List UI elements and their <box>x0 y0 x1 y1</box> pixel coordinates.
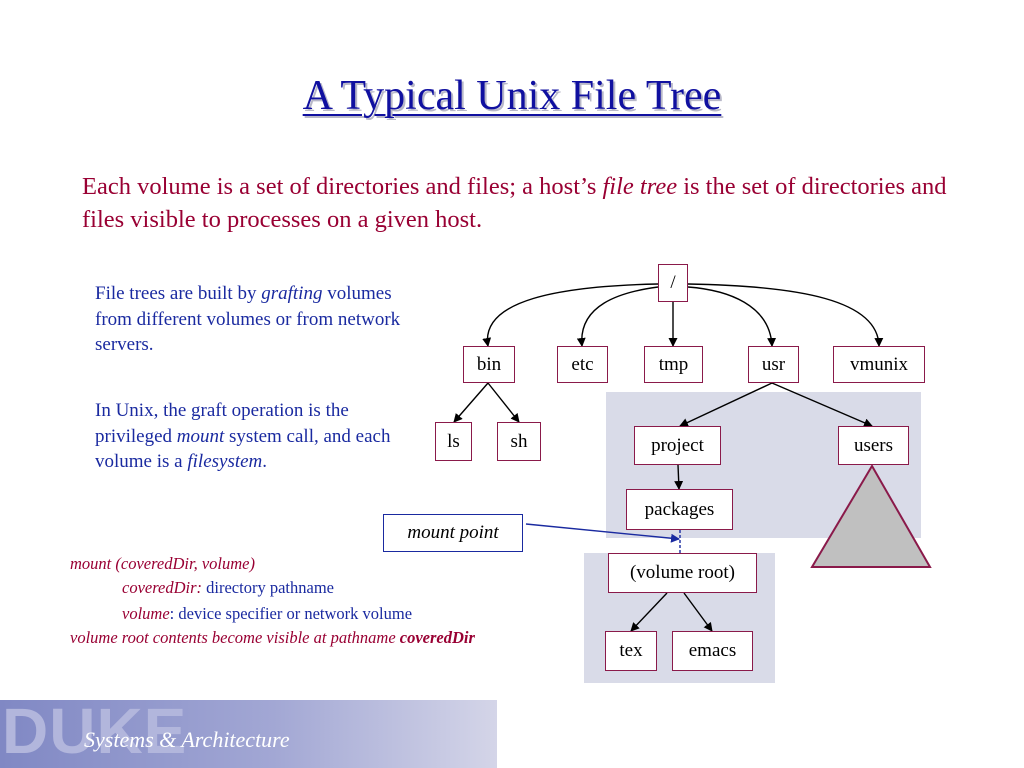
edge-root-usr <box>687 286 777 347</box>
grafting-term: grafting <box>261 283 323 304</box>
filesystem-term: filesystem <box>187 451 263 472</box>
mount-note: In Unix, the graft operation is the priv… <box>95 398 425 475</box>
mount-note-text-2: system call, and each volume is a <box>95 425 391 473</box>
duke-logo: DUKE <box>2 700 188 767</box>
edge-bin-ls <box>453 382 489 423</box>
mount-arg-volume: volume: device specifier or network volu… <box>122 603 413 623</box>
mount-usage: mount (coveredDir, volume) coveredDir: d… <box>70 552 590 649</box>
node-bin: bin <box>463 346 515 383</box>
node-etc: etc <box>557 346 608 383</box>
mount-term: mount <box>176 425 225 447</box>
node-ls: ls <box>435 422 472 461</box>
slide-title: A Typical Unix File Tree <box>302 73 722 119</box>
footer-banner: DUKE Systems & Architecture <box>0 700 497 768</box>
mount-result: volume root contents become visible at p… <box>70 628 475 647</box>
users-subtree-triangle <box>810 464 932 568</box>
grafting-note-text-1: File trees are built by <box>95 283 262 304</box>
intro-paragraph: Each volume is a set of directories and … <box>82 170 952 236</box>
node-volume-root: (volume root) <box>608 553 757 593</box>
intro-text-1: Each volume is a set of directories and … <box>82 173 603 200</box>
mount-note-text-3: . <box>262 451 268 472</box>
intro-text-2: is the set of directories and files visi… <box>82 173 947 233</box>
node-users: users <box>838 426 909 465</box>
mount-point-arrow <box>525 523 680 543</box>
edge-root-vmunix <box>687 283 884 347</box>
mount-arg-covereddir: coveredDir: directory pathname <box>122 578 334 597</box>
mount-note-text-1: In Unix, the graft operation is the priv… <box>95 400 349 447</box>
footer-text: Systems & Architecture <box>84 727 290 752</box>
node-vmunix: vmunix <box>833 346 925 383</box>
edge-usr-users <box>771 382 873 427</box>
node-sh: sh <box>497 422 541 461</box>
mount-signature: mount (coveredDir, volume) <box>70 554 255 573</box>
node-emacs: emacs <box>672 631 753 671</box>
node-root: / <box>658 264 688 302</box>
edge-usr-project <box>679 382 773 427</box>
node-tmp: tmp <box>644 346 703 383</box>
node-tex: tex <box>605 631 657 671</box>
edge-project-packages <box>674 464 684 490</box>
node-packages: packages <box>626 489 733 530</box>
grafting-note: File trees are built by grafting volumes… <box>95 281 425 358</box>
edge-root-etc <box>576 286 659 347</box>
edge-root-tex <box>630 592 668 632</box>
mount-point-label: mount point <box>383 514 523 552</box>
intro-term: file tree <box>602 173 678 200</box>
node-project: project <box>634 426 721 465</box>
edge-bin-sh <box>487 382 520 423</box>
edge-root-emacs <box>683 592 713 632</box>
grafting-note-text-2: volumes from different volumes or from n… <box>95 283 401 355</box>
edge-root-bin <box>482 283 659 347</box>
node-usr: usr <box>748 346 799 383</box>
